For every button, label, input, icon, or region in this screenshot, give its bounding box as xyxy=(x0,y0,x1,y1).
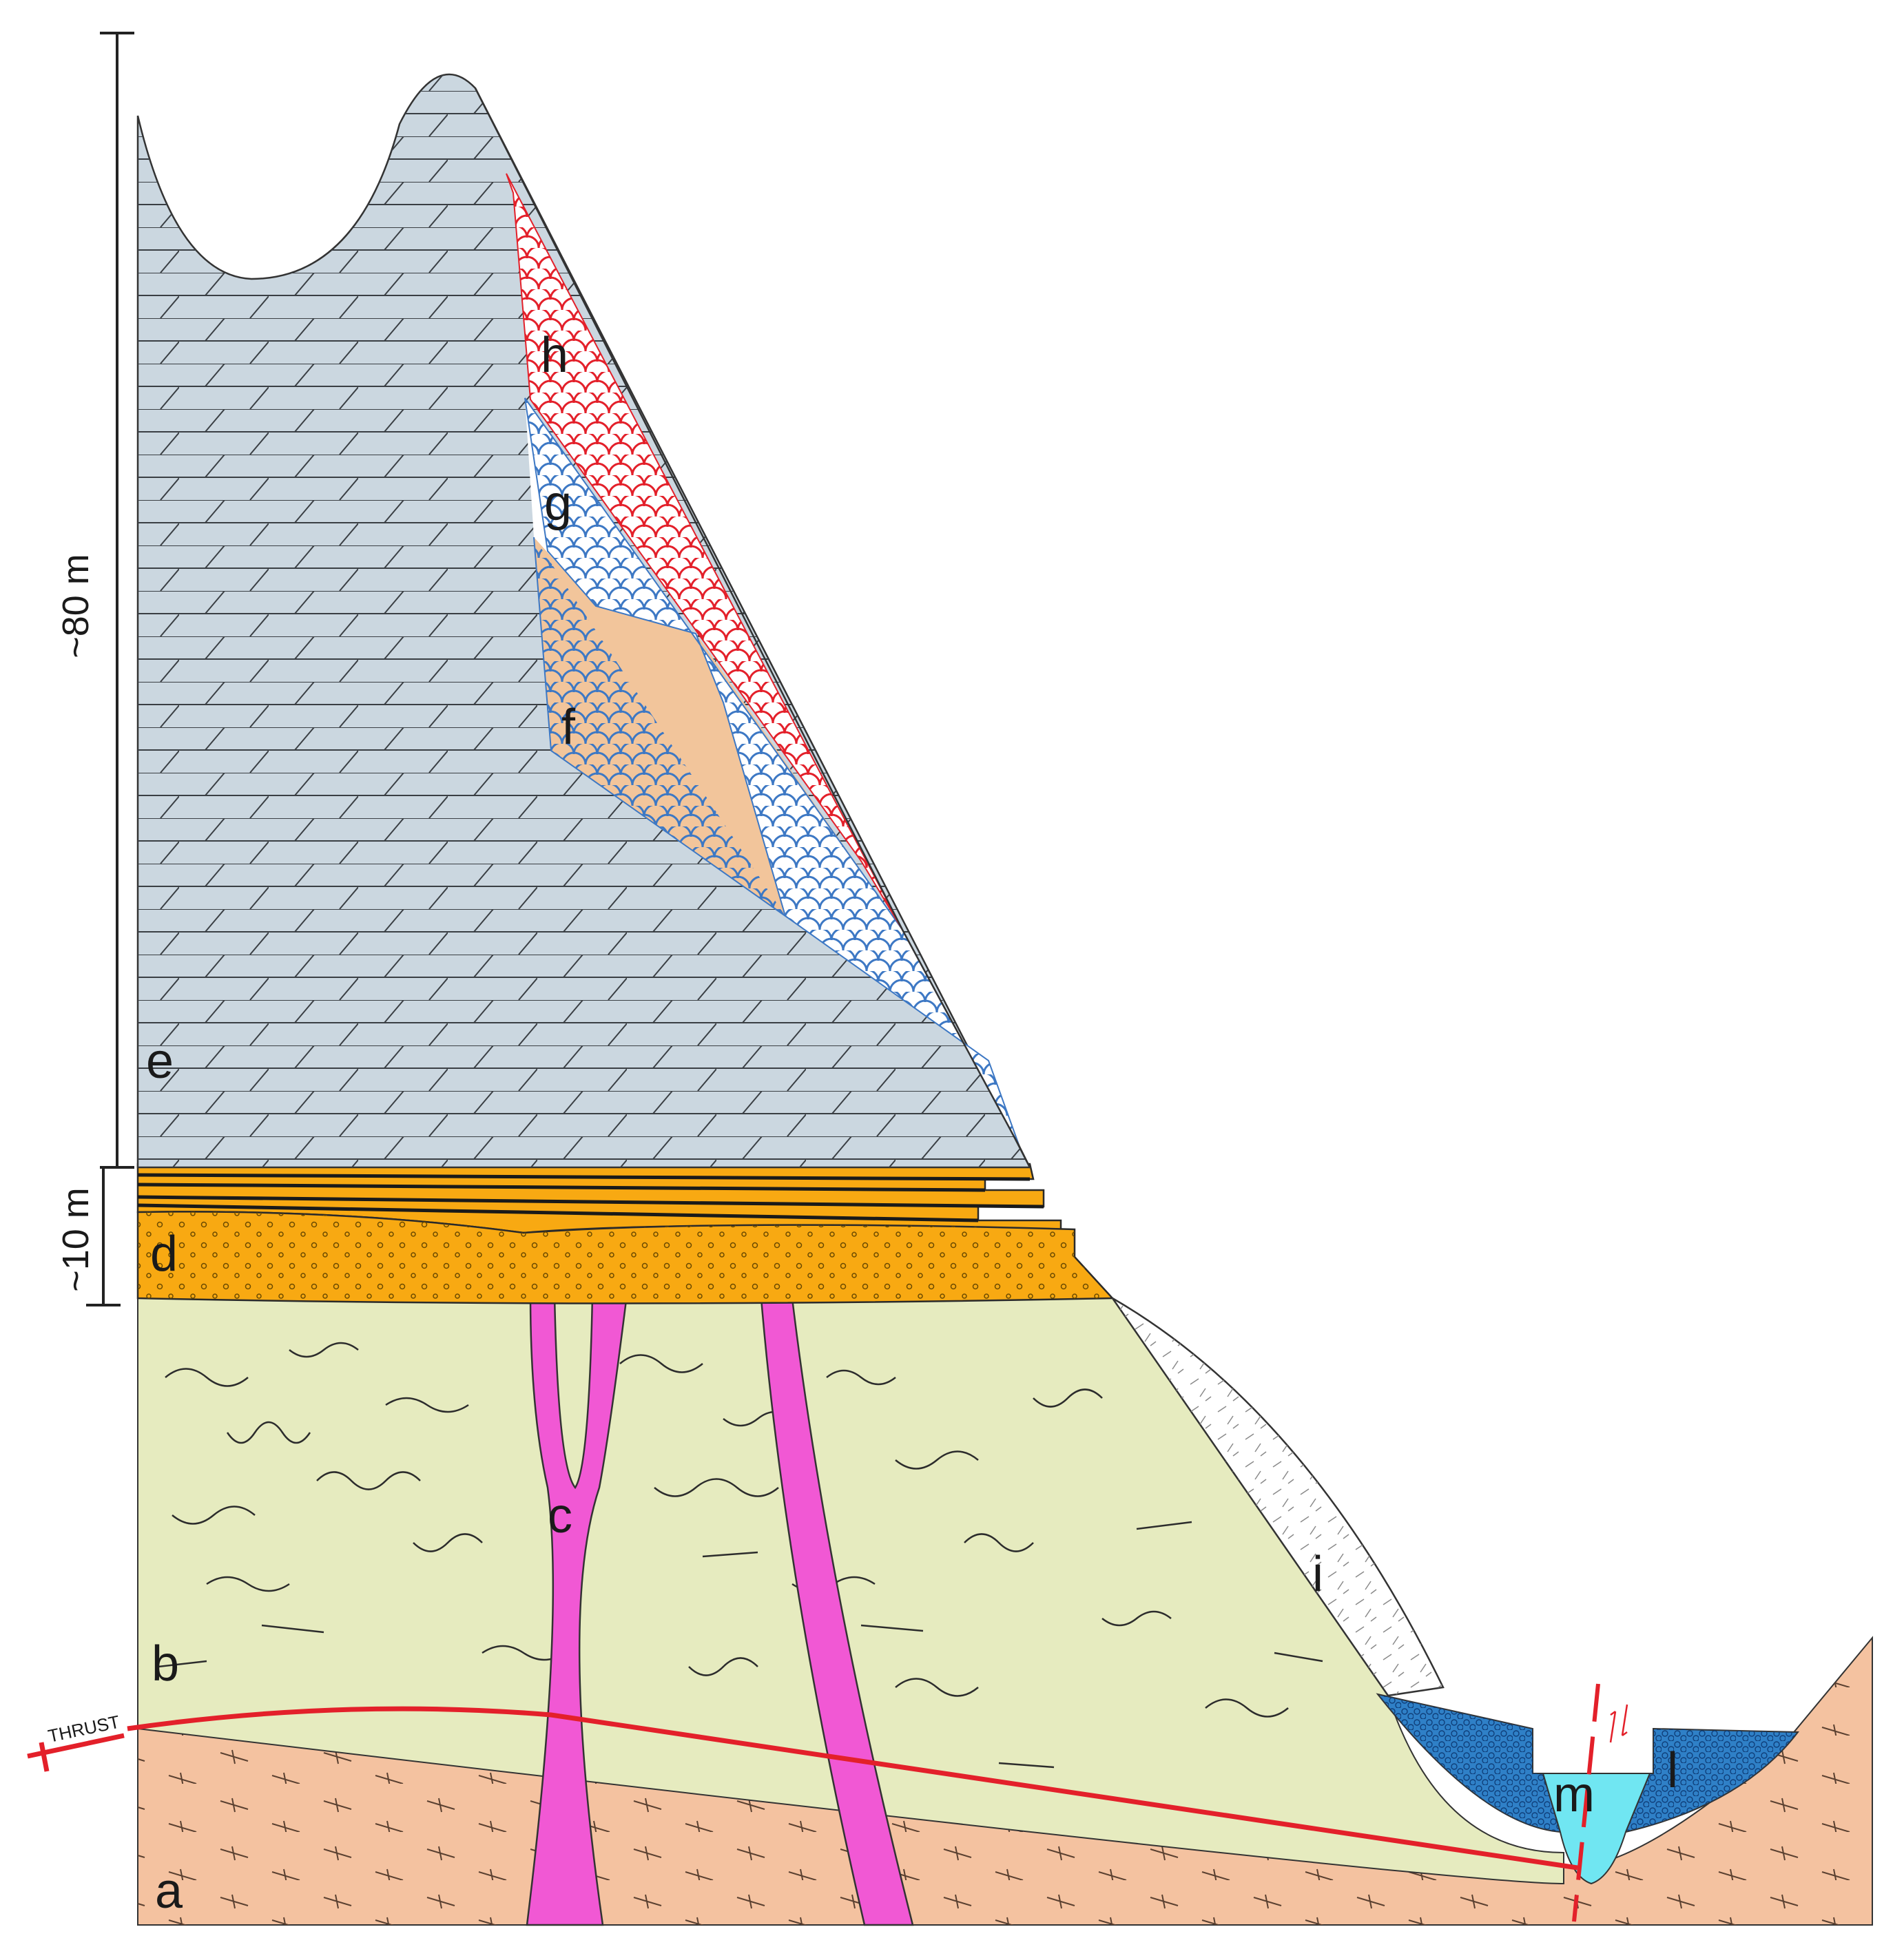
scale-bars xyxy=(86,32,134,1306)
fault-motion-arrows xyxy=(1609,1704,1628,1743)
unit-d-sandstone xyxy=(136,1163,1115,1304)
unit-l-left-pattern xyxy=(1378,1694,1560,1832)
label-i: i xyxy=(1312,1547,1323,1602)
thrust-symbol xyxy=(27,1733,125,1772)
unit-h-breccia xyxy=(506,173,903,930)
unit-m-water xyxy=(1542,1773,1651,1885)
normal-fault xyxy=(1572,1683,1628,1922)
unit-i-pattern xyxy=(1113,1298,1443,1696)
normal-fault-line xyxy=(1572,1683,1600,1922)
unit-b-fill xyxy=(137,1298,1564,1885)
thrust-label: THRUST xyxy=(46,1711,121,1747)
dyke-left xyxy=(526,1293,628,1926)
unit-l-right-pattern xyxy=(1626,1729,1798,1832)
unit-b-folds xyxy=(158,1342,1323,1769)
label-c: c xyxy=(548,1488,572,1543)
thrust-line xyxy=(127,1706,1578,1871)
unit-i-scree xyxy=(1111,1297,1445,1697)
dyke-right xyxy=(760,1297,914,1926)
slope-outline xyxy=(474,87,1031,1168)
label-a: a xyxy=(155,1864,183,1919)
unit-l-gravel xyxy=(1376,1693,1799,1833)
scale-bar-80m xyxy=(100,32,134,1169)
scale-bar-10m xyxy=(86,1167,121,1306)
unit-h-pattern xyxy=(506,173,903,930)
label-l: l xyxy=(1667,1743,1678,1798)
unit-b-melange xyxy=(137,1298,1564,1885)
label-h: h xyxy=(541,328,568,383)
scale-label-80m: ~80 m xyxy=(55,554,96,658)
label-d: d xyxy=(150,1227,178,1282)
label-m: m xyxy=(1553,1767,1595,1822)
unit-c-dykes xyxy=(526,1293,914,1926)
unit-d-thin-bed-lines xyxy=(137,1173,1044,1222)
label-f: f xyxy=(561,700,576,755)
label-b: b xyxy=(152,1636,179,1691)
label-e: e xyxy=(146,1034,174,1089)
scale-label-10m: ~10 m xyxy=(55,1187,96,1292)
label-g: g xyxy=(544,476,572,531)
